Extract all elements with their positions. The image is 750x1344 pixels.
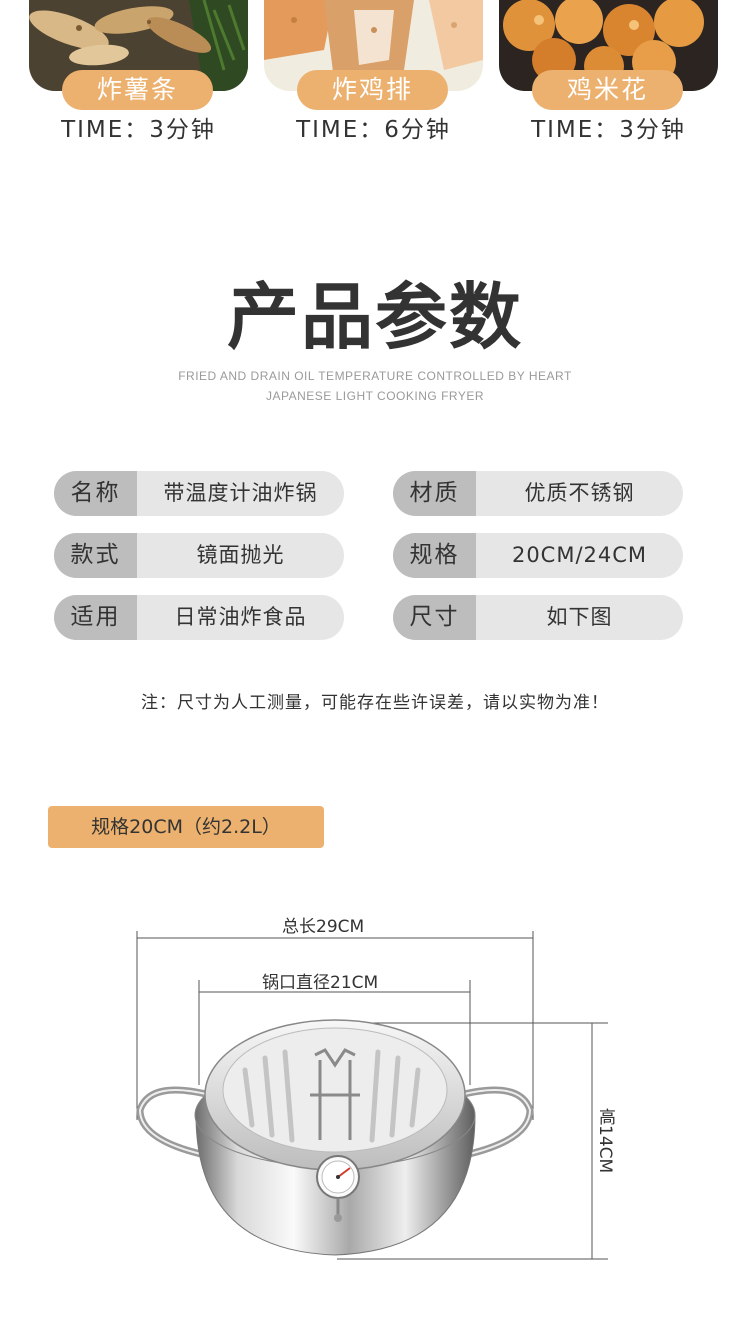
spec-label: 款式 xyxy=(54,533,137,578)
spec-material: 材质 优质不锈钢 xyxy=(393,471,683,516)
spec-value: 如下图 xyxy=(546,605,613,629)
spec-value: 镜面抛光 xyxy=(196,543,285,567)
spec-value: 日常油炸食品 xyxy=(174,605,307,629)
dim-total-length-lines xyxy=(136,931,534,1120)
spec-label: 适用 xyxy=(54,595,137,640)
spec-usage: 适用 日常油炸食品 xyxy=(54,595,344,640)
section-title: 产品参数 xyxy=(226,275,523,359)
fries-photo xyxy=(29,0,248,91)
spec-value: 20CM/24CM xyxy=(511,543,648,567)
thermometer-icon xyxy=(316,1155,360,1222)
spec-style: 款式 镜面抛光 xyxy=(54,533,344,578)
spec-label: 材质 xyxy=(393,471,476,516)
food-name-badge: 炸鸡排 xyxy=(297,70,448,110)
food-card-chicken-cutlet: 炸鸡排 TIME：6分钟 xyxy=(264,0,483,145)
food-name-badge: 炸薯条 xyxy=(62,70,213,110)
drain-rack xyxy=(310,1048,360,1140)
food-name-badge: 鸡米花 xyxy=(532,70,683,110)
food-time: TIME：3分钟 xyxy=(531,117,686,143)
dim-mouth-diameter-label: 锅口直径21CM xyxy=(262,973,379,993)
measurement-note: 注：尺寸为人工测量，可能存在些许误差，请以实物为准！ xyxy=(141,693,609,713)
spec-name: 名称 带温度计油炸锅 xyxy=(54,471,344,516)
lid-vent-slots xyxy=(242,1049,421,1143)
spec-label: 尺寸 xyxy=(393,595,476,640)
section-subtitle-line2: JAPANESE LIGHT COOKING FRYER xyxy=(265,389,485,403)
food-time: TIME：6分钟 xyxy=(296,117,451,143)
dim-mouth-diameter-lines xyxy=(198,980,471,1085)
spec-label: 名称 xyxy=(54,471,137,516)
spec-value: 优质不锈钢 xyxy=(524,481,635,505)
spec-dimensions: 尺寸 如下图 xyxy=(393,595,683,640)
food-card-fries: 炸薯条 TIME：3分钟 xyxy=(29,0,248,145)
section-subtitle-line1: FRIED AND DRAIN OIL TEMPERATURE CONTROLL… xyxy=(178,369,572,383)
dim-total-length-label: 总长29CM xyxy=(282,917,365,937)
dim-height-lines xyxy=(337,1022,608,1260)
spec-value: 带温度计油炸锅 xyxy=(163,481,318,505)
food-card-popcorn-chicken: 鸡米花 TIME：3分钟 xyxy=(499,0,718,145)
spec-label: 规格 xyxy=(393,533,476,578)
spec-size-option: 规格 20CM/24CM xyxy=(393,533,683,578)
size-tag: 规格20CM（约2.2L） xyxy=(48,806,324,848)
dim-height-label: 高14CM xyxy=(595,1108,615,1174)
fryer-pot-diagram xyxy=(136,931,608,1260)
food-time: TIME：3分钟 xyxy=(61,117,216,143)
